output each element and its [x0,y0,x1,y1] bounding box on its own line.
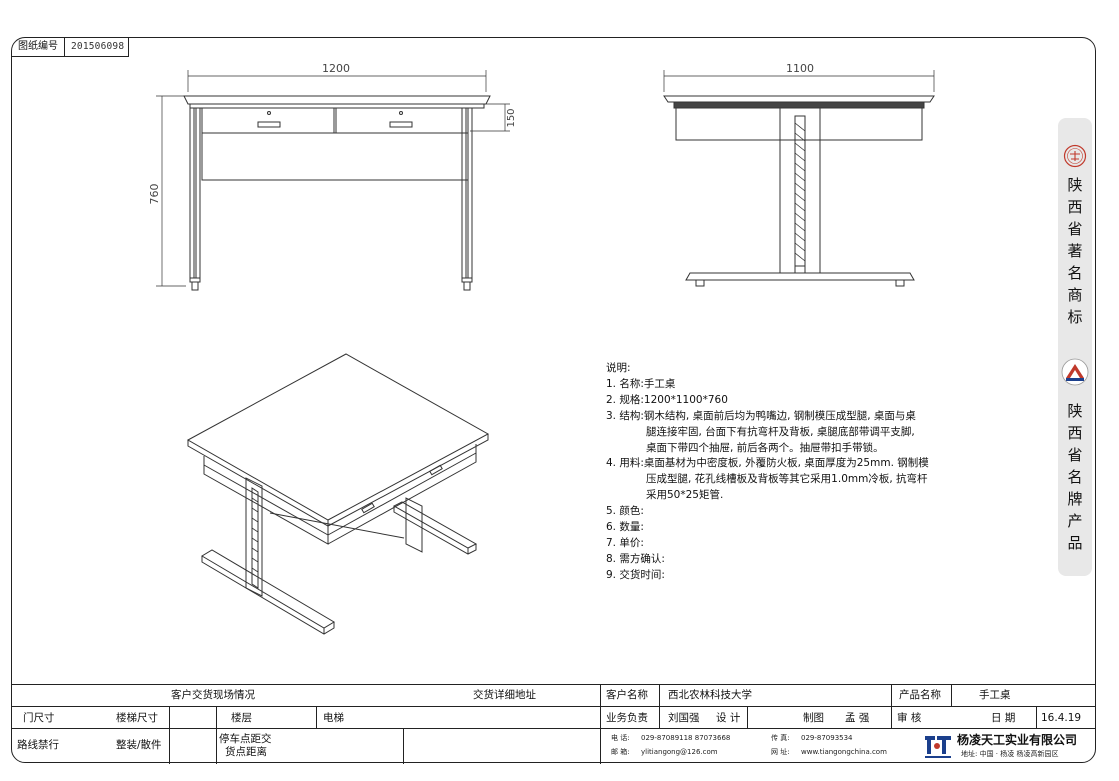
famous-brand-badge-icon [1061,358,1089,386]
banner-bottom-char-6: 产 [1067,512,1083,530]
parking-distance-label-2: 货点距离 [225,746,267,758]
spec-item-materials-line3: 采用50*25矩管. [646,489,724,502]
floor-label: 楼层 [231,712,252,724]
isometric-view-drawing [186,353,490,635]
fax-label: 传 真: [771,734,790,742]
sales-owner-label: 业务负责 [606,712,648,724]
specifications-notes: 说明: 1. 名称:手工桌 2. 规格:1200*1100*760 3. 结构:… [606,361,976,584]
email-value: ylitiangong@126.com [641,748,718,756]
spec-item-name: 1. 名称:手工桌 [606,377,676,390]
company-name: 杨凌天工实业有限公司 [957,733,1078,747]
tel-label: 电 话: [611,734,630,742]
drafting-label: 制图 [803,712,824,724]
drafting-value: 孟 强 [845,712,870,724]
banner-top-char-2: 西 [1067,198,1083,216]
tel-value: 029-87089118 87073668 [641,734,731,742]
banner-bottom-char-7: 品 [1067,534,1083,552]
side-view-drawing: 1100 [663,62,935,287]
review-label: 审 核 [897,712,922,724]
website-label: 网 址: [771,748,790,756]
stair-size-label: 楼梯尺寸 [116,712,158,724]
site-condition-header: 客户交货现场情况 [171,689,255,701]
spec-item-delivery-time: 9. 交货时间: [606,568,665,581]
traffic-restriction-label: 路线禁行 [17,739,59,751]
spec-item-structure-line2: 腿连接牢固, 台面下有抗弯杆及背板, 桌腿底部带调平支脚, [646,425,915,438]
drawing-id-label: 图纸编号 [12,38,65,56]
product-name-label: 产品名称 [899,689,941,701]
spec-item-unit-price: 7. 单价: [606,536,644,549]
email-label: 邮 箱: [611,748,630,756]
spec-item-materials-line2: 压成型腿, 花孔线槽板及背板等其它采用1.0mm冷板, 抗弯杆 [646,473,928,486]
spec-item-buyer-confirm: 8. 需方确认: [606,552,665,565]
spec-item-size: 2. 规格:1200*1100*760 [606,393,728,406]
address-header: 交货详细地址 [473,689,536,701]
front-view-drawing: 1200 760 150 [150,62,517,291]
install-type-label: 整装/散件 [116,739,162,751]
banner-top-char-1: 陕 [1067,176,1083,194]
design-label: 设 计 [716,712,741,724]
customer-name-value: 西北农林科技大学 [668,689,752,701]
spec-item-quantity: 6. 数量: [606,521,644,534]
front-width-dim: 1200 [322,62,350,75]
specs-heading: 说明: [606,362,631,374]
banner-top-char-5: 名 [1067,264,1083,282]
customer-name-label: 客户名称 [606,689,648,701]
company-logo-icon [925,736,951,758]
door-size-label: 门尺寸 [23,712,55,724]
drawing-id-value: 201506098 [65,38,129,56]
side-width-dim: 1100 [786,62,814,75]
banner-top-char-4: 著 [1067,242,1083,260]
spec-item-materials: 4. 用料:桌面基材为中密度板, 外覆防火板, 桌面厚度为25mm. 钢制模 [606,457,929,470]
banner-bottom-char-4: 名 [1067,468,1083,486]
sales-owner-value: 刘国强 [668,712,700,724]
side-banner: 陕 西 省 著 名 商 标 陕 西 省 名 牌 产 品 [1058,118,1092,576]
banner-bottom-char-3: 省 [1067,446,1083,464]
spec-item-structure: 3. 结构:钢木结构, 桌面前后均为鸭嘴边, 钢制模压成型腿, 桌面与桌 [606,409,916,422]
spec-item-structure-line3: 桌面下带四个抽屉, 前后各两个。抽屉带扣手带锁。 [646,441,884,454]
drawing-id-box: 图纸编号 201506098 [12,38,129,57]
fax-value: 029-87093534 [801,734,853,742]
parking-distance-label: 停车点距交 [219,733,272,745]
front-drawer-dim: 150 [506,108,517,127]
drawing-frame [11,37,1096,763]
title-block-table: 客户交货现场情况 交货详细地址 门尺寸 楼梯尺寸 楼层 电梯 路线禁行 整装/散… [11,684,1096,764]
spec-item-color: 5. 颜色: [606,505,644,518]
date-label: 日 期 [991,712,1016,724]
company-address: 地址: 中国 · 杨凌 杨凌高新园区 [961,750,1059,758]
website-value: www.tiangongchina.com [801,748,887,756]
famous-trademark-seal-icon [1063,144,1087,168]
banner-top-char-3: 省 [1067,220,1083,238]
date-value: 16.4.19 [1041,712,1082,724]
front-height-dim: 760 [150,184,161,205]
banner-bottom-char-2: 西 [1067,424,1083,442]
banner-bottom-char-5: 牌 [1067,490,1083,508]
product-name-value: 手工桌 [979,689,1011,701]
banner-top-char-7: 标 [1067,308,1083,326]
elevator-label: 电梯 [323,712,344,724]
banner-top-char-6: 商 [1067,286,1083,304]
banner-bottom-char-1: 陕 [1067,402,1083,420]
